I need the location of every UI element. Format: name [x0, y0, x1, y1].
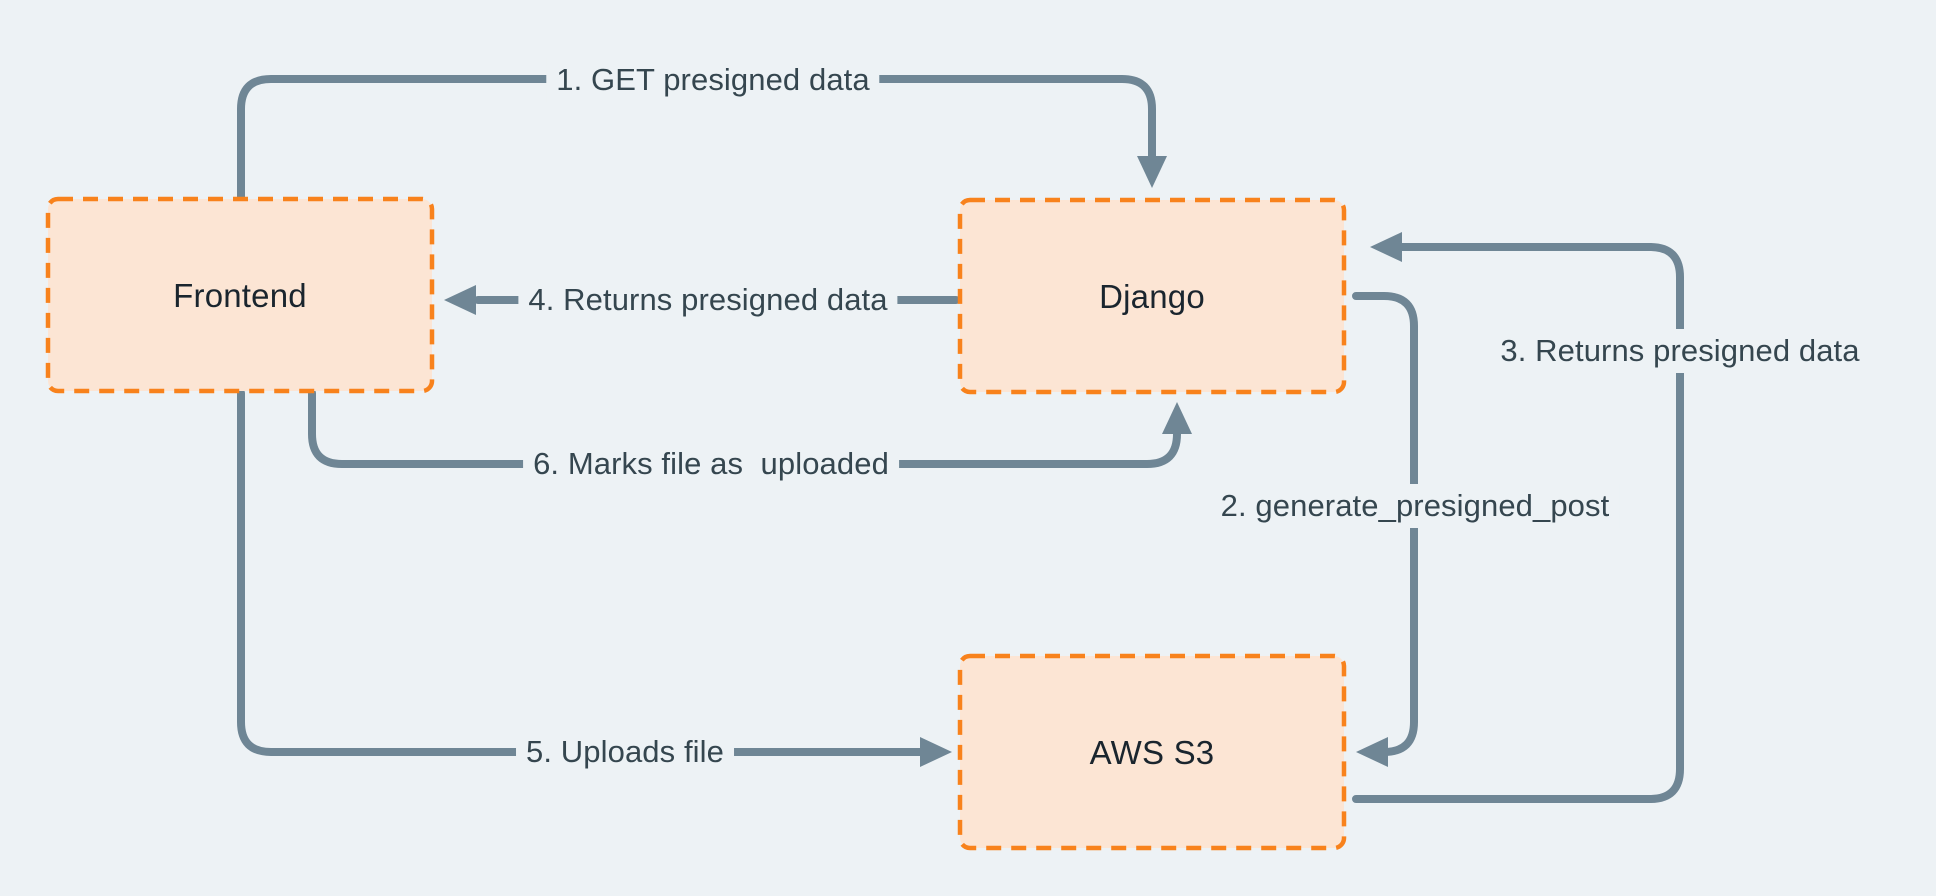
node-django-box — [957, 197, 1347, 395]
edge-5-uploads-file-line — [237, 389, 924, 756]
edge-2-arrowhead-left-icon — [1356, 737, 1388, 767]
node-aws-s3-box — [957, 653, 1347, 851]
edge-2-generate-presigned-post-label: 2. generate_presigned_post — [1210, 484, 1620, 528]
edge-3-returns-presigned-data-line — [1352, 243, 1684, 803]
edge-2-generate-presigned-post-line — [1352, 292, 1418, 756]
edge-4-returns-presigned-data-label: 4. Returns presigned data — [518, 278, 898, 322]
edge-1-get-presigned-data-label: 1. GET presigned data — [546, 58, 880, 102]
edge-6-arrowhead-up-icon — [1162, 402, 1192, 434]
node-frontend-label: Frontend — [173, 277, 307, 314]
edge-3-arrowhead-left-icon — [1370, 232, 1402, 262]
edge-4-arrowhead-left-icon — [444, 285, 476, 315]
node-aws-s3-label: AWS S3 — [1089, 734, 1215, 771]
node-django-label: Django — [1099, 278, 1205, 315]
node-frontend-box — [45, 196, 435, 394]
edge-5-arrowhead-right-icon — [920, 737, 952, 767]
edge-5-uploads-file-label: 5. Uploads file — [516, 730, 734, 774]
edge-1-arrowhead-down-icon — [1137, 156, 1167, 188]
edge-3-returns-presigned-data-label: 3. Returns presigned data — [1490, 329, 1870, 373]
edge-6-marks-file-uploaded-label: 6. Marks file as uploaded — [523, 442, 899, 486]
edge-6-marks-file-uploaded-line — [308, 389, 1181, 468]
